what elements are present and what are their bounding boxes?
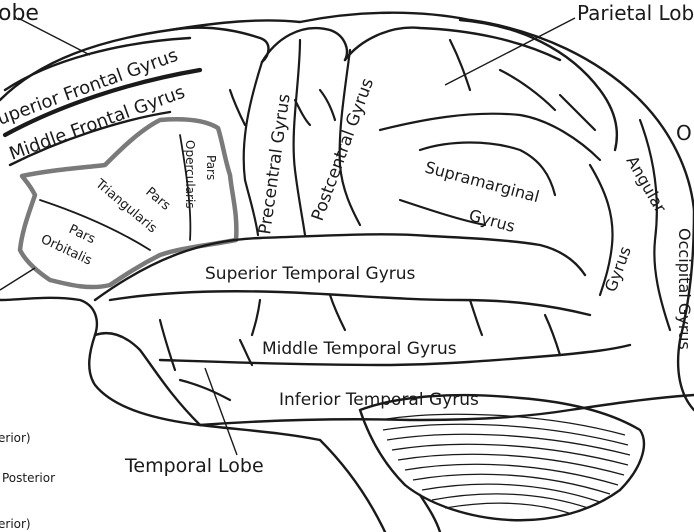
brainstem-right	[418, 493, 442, 532]
label-pars-triangularis-2: Triangularis	[92, 176, 160, 236]
orbitalis-leader	[0, 267, 36, 291]
top-fold-2	[260, 26, 349, 64]
label-angular-2: Gyrus	[601, 244, 635, 295]
legend-text-3: erior)	[0, 517, 31, 531]
intraparietal-sulcus	[378, 112, 602, 162]
label-inferior-temporal-gyrus: Inferior Temporal Gyrus	[279, 390, 479, 410]
parietal-lobe-leader	[444, 17, 576, 86]
central-branch-1	[293, 98, 312, 127]
inferior-temporal-bottom	[198, 393, 694, 427]
cerebellum-folia	[379, 413, 631, 515]
occipital-contour	[676, 208, 694, 412]
sylvian-fissure	[93, 233, 587, 302]
label-occipital-gyrus: Occipital Gyrus	[675, 228, 694, 350]
mtg-branch-3	[543, 313, 562, 357]
central-sulcus	[292, 38, 307, 237]
label-pars-opercularis-1: Pars	[204, 155, 218, 180]
precentral-sulcus	[242, 60, 264, 237]
superior-frontal-band-bottom	[2, 67, 203, 138]
label-supramarginal-2: Gyrus	[467, 206, 517, 236]
mtg-branch-2	[238, 338, 254, 367]
precentral-branch	[228, 88, 247, 127]
parietal-small-2	[498, 68, 557, 112]
occipital-fold	[638, 118, 672, 332]
sts-branch-3	[250, 298, 262, 337]
frontal-lobe-leader	[17, 17, 91, 56]
brain-outline-lower-front	[0, 296, 322, 442]
sts-branch-2	[468, 298, 484, 337]
cerebellum-outline	[358, 393, 646, 522]
label-parietal-lobe: Parietal Lob	[577, 1, 694, 25]
label-angular-1: Angular	[623, 153, 671, 217]
sts-branch-1	[328, 293, 347, 332]
label-pars-opercularis-2: Opercularis	[183, 140, 197, 209]
broca-inner-divider-2	[39, 199, 151, 251]
postcentral-sulcus	[338, 48, 362, 227]
supramarginal-fold	[398, 198, 487, 227]
temporal-lobe-leader	[204, 367, 238, 456]
label-superior-temporal-gyrus: Superior Temporal Gyrus	[205, 264, 416, 284]
temporal-pole	[93, 331, 202, 427]
label-frontal-lobe: obe	[0, 1, 39, 26]
parietal-small-1	[448, 38, 472, 92]
supramarginal-loop	[418, 141, 557, 197]
label-precentral-gyrus: Precentral Gyrus	[255, 92, 295, 235]
label-middle-temporal-gyrus: Middle Temporal Gyrus	[262, 339, 457, 359]
broca-area-outline	[17, 117, 239, 290]
central-branch-2	[318, 88, 337, 122]
middle-frontal-band	[8, 110, 172, 167]
top-fold-4	[458, 18, 619, 152]
top-fold-3	[343, 26, 562, 62]
top-fold-1	[168, 26, 270, 64]
label-pars-triangularis-1: Pars	[142, 185, 173, 214]
label-temporal-lobe: Temporal Lobe	[124, 455, 264, 477]
brainstem-left	[318, 438, 387, 532]
mtg-branch-1	[158, 318, 177, 372]
itg-fold	[178, 378, 232, 402]
middle-temporal-bottom	[158, 343, 632, 367]
legend-text-1: erior)	[0, 431, 31, 445]
angular-fold	[588, 163, 614, 297]
legend-text-2: Posterior	[2, 471, 55, 485]
parietal-small-3	[558, 93, 597, 132]
superior-temporal-bottom	[108, 290, 592, 317]
brain-outline	[0, 11, 694, 212]
label-occipital-cut: O	[676, 121, 692, 145]
label-supramarginal-1: Supramarginal	[423, 158, 541, 207]
broca-inner-divider	[179, 134, 192, 241]
